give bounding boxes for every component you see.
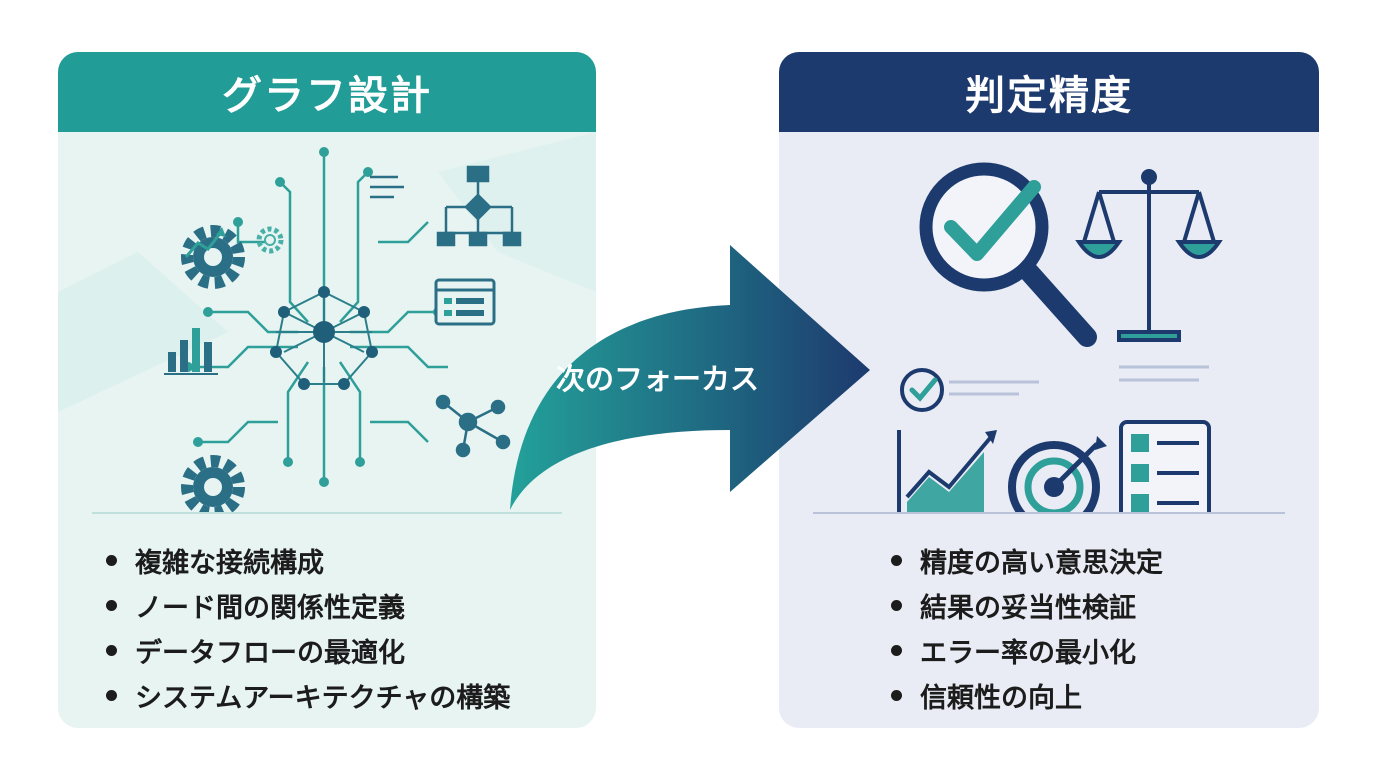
bullet-text: ノード間の関係性定義 [135, 593, 405, 624]
bullet-dot [891, 645, 902, 656]
graph-design-bullets: 複雑な接続構成 ノード間の関係性定義 データフローの最適化 システムアーキテクチ… [106, 538, 510, 718]
bullet-item: ノード間の関係性定義 [106, 583, 510, 628]
small-gear-icon [256, 226, 284, 254]
right-divider [813, 512, 1285, 514]
bullet-item: 精度の高い意思決定 [891, 538, 1163, 583]
target-icon [1008, 436, 1107, 512]
bullet-dot [106, 690, 117, 701]
bullet-dot [106, 645, 117, 656]
window-icon [434, 278, 496, 326]
bullet-item: エラー率の最小化 [891, 628, 1163, 673]
bullet-text: 精度の高い意思決定 [920, 548, 1163, 579]
judgment-accuracy-bullets: 精度の高い意思決定 結果の妥当性検証 エラー率の最小化 信頼性の向上 [891, 538, 1163, 718]
magnifier-check-icon [919, 162, 1097, 347]
bullet-dot [106, 600, 117, 611]
balance-scale-icon [1075, 169, 1223, 342]
bar-chart-icon [164, 328, 218, 375]
bullet-text: システムアーキテクチャの構築 [135, 683, 511, 714]
decor-lines [949, 365, 1209, 396]
text-lines-icon [370, 175, 404, 199]
bullet-dot [891, 600, 902, 611]
bullet-item: データフローの最適化 [106, 628, 510, 673]
gear-icon-bottom [181, 455, 245, 512]
check-circle-icon [900, 368, 944, 412]
accuracy-illustration [897, 162, 1223, 512]
circuit-traces [188, 152, 448, 482]
judgment-accuracy-title: 判定精度 [779, 52, 1319, 132]
bullet-dot [891, 690, 902, 701]
bullet-text: 結果の妥当性検証 [920, 593, 1136, 624]
graph-design-title: グラフ設計 [58, 52, 596, 132]
bullet-item: 結果の妥当性検証 [891, 583, 1163, 628]
flowchart-icon [436, 165, 522, 247]
bullet-dot [891, 555, 902, 566]
molecule-icon [435, 394, 511, 458]
checklist-icon [1119, 420, 1211, 512]
bullet-item: システムアーキテクチャの構築 [106, 673, 510, 718]
bullet-item: 複雑な接続構成 [106, 538, 510, 583]
growth-chart-icon [897, 430, 997, 512]
judgment-accuracy-panel: 判定精度 [779, 52, 1319, 728]
next-focus-label: 次のフォーカス [556, 362, 760, 396]
curved-arrow-icon [510, 245, 870, 510]
network-hub-icon [270, 286, 378, 390]
bullet-dot [106, 555, 117, 566]
bullet-text: 複雑な接続構成 [135, 548, 324, 579]
gear-icon [181, 225, 245, 289]
bullet-item: 信頼性の向上 [891, 673, 1163, 718]
trend-icon [184, 227, 226, 258]
graph-design-panel: グラフ設計 [58, 52, 596, 728]
bullet-text: データフローの最適化 [135, 638, 405, 669]
network-circuit-illustration [58, 132, 596, 512]
bullet-text: 信頼性の向上 [920, 683, 1082, 714]
left-divider [92, 512, 562, 514]
bullet-text: エラー率の最小化 [920, 638, 1136, 669]
